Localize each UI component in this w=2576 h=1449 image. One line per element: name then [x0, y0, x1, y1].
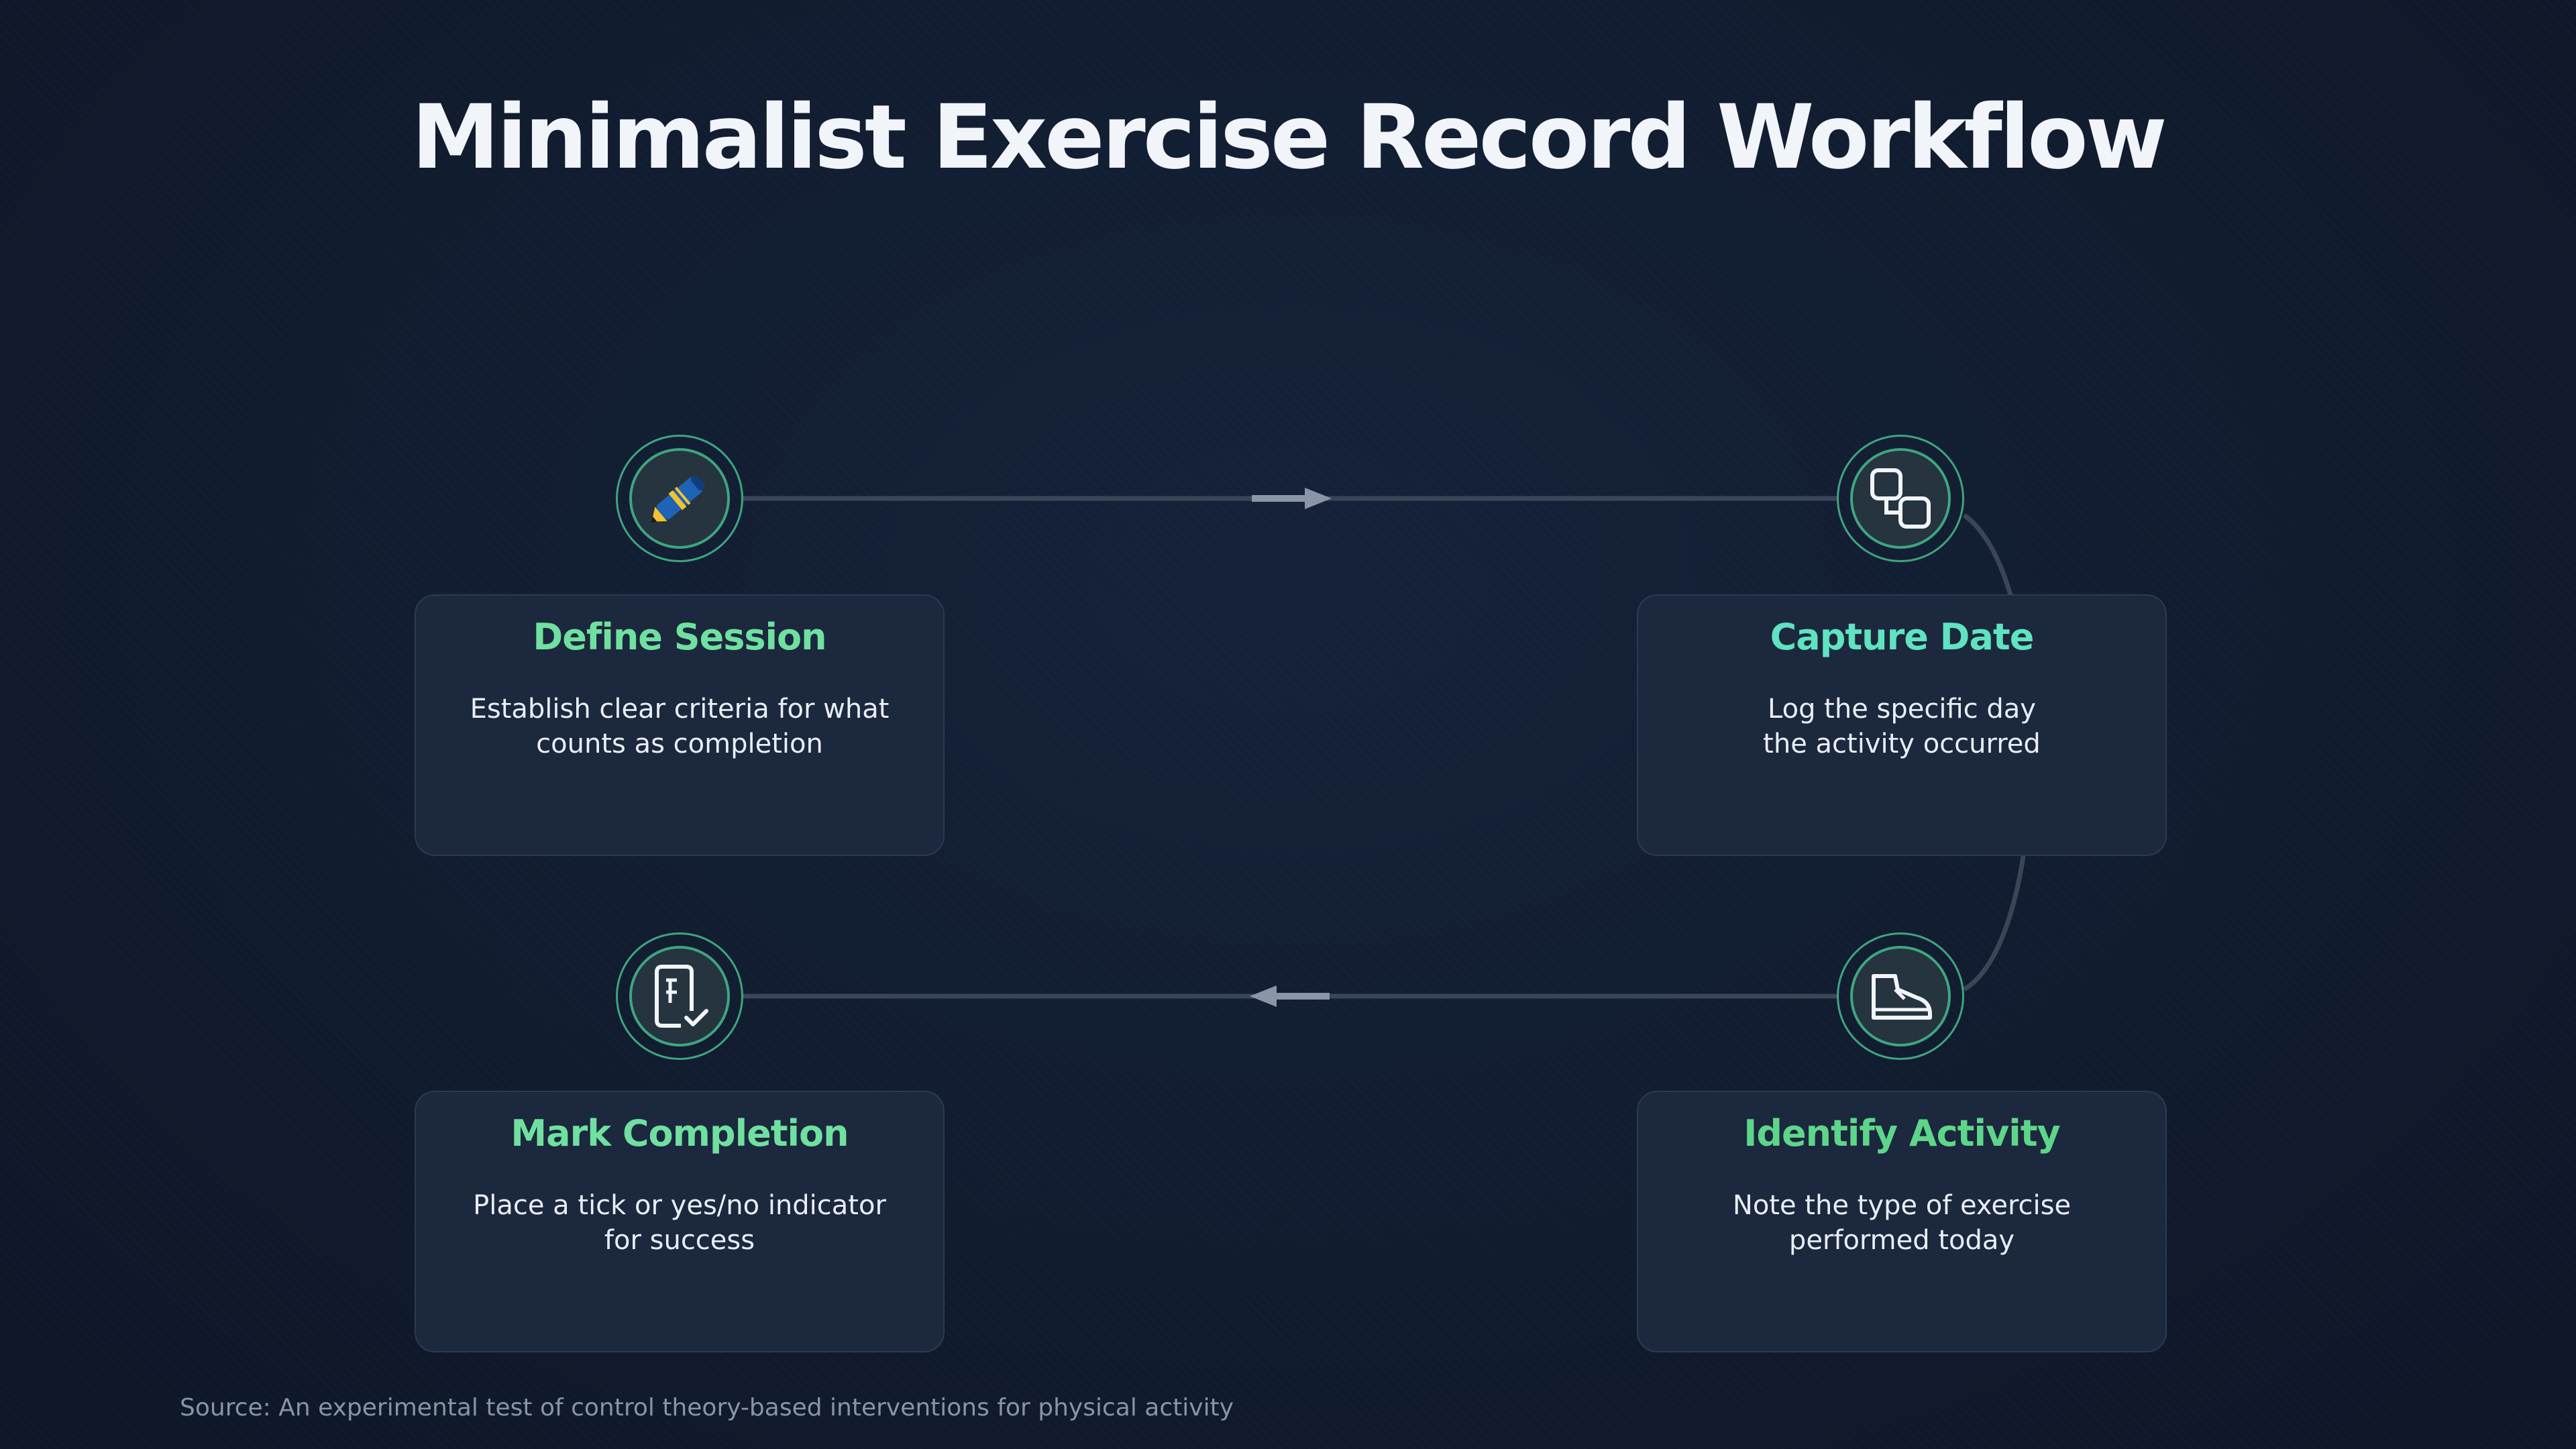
shoe-icon [1872, 974, 1932, 1020]
node-capture-date [1837, 435, 1964, 562]
checklist-icon [655, 965, 708, 1028]
step-title: Capture Date [1770, 616, 2035, 658]
step-title: Identify Activity [1743, 1112, 2060, 1155]
arrow-right-icon [1252, 488, 1332, 509]
step-title: Mark Completion [511, 1112, 849, 1155]
workflow-icon [1870, 468, 1931, 529]
step-description: Note the type of exercise performed toda… [1732, 1190, 2072, 1256]
step-title: Define Session [533, 616, 826, 658]
step-description: Establish clear criteria for what counts… [470, 694, 890, 759]
source-note: Source: An experimental test of control … [180, 1394, 1234, 1421]
node-define-session [616, 435, 743, 562]
page-title: Minimalist Exercise Record Workflow [411, 86, 2167, 189]
node-mark-completion [616, 932, 743, 1060]
step-card-identify-activity: Identify Activity Note the type of exerc… [1637, 1091, 2167, 1352]
step-description: Place a tick or yes/no indicator for suc… [473, 1190, 886, 1256]
arrow-left-icon [1250, 985, 1330, 1007]
step-card-define-session: Define Session Establish clear criteria … [415, 594, 945, 856]
node-identify-activity [1837, 932, 1964, 1060]
step-card-mark-completion: Mark Completion Place a tick or yes/no i… [415, 1091, 945, 1352]
pen-icon [651, 475, 706, 523]
step-card-capture-date: Capture Date Log the specific day the ac… [1637, 594, 2167, 856]
step-description: Log the specific day the activity occurr… [1763, 694, 2041, 759]
